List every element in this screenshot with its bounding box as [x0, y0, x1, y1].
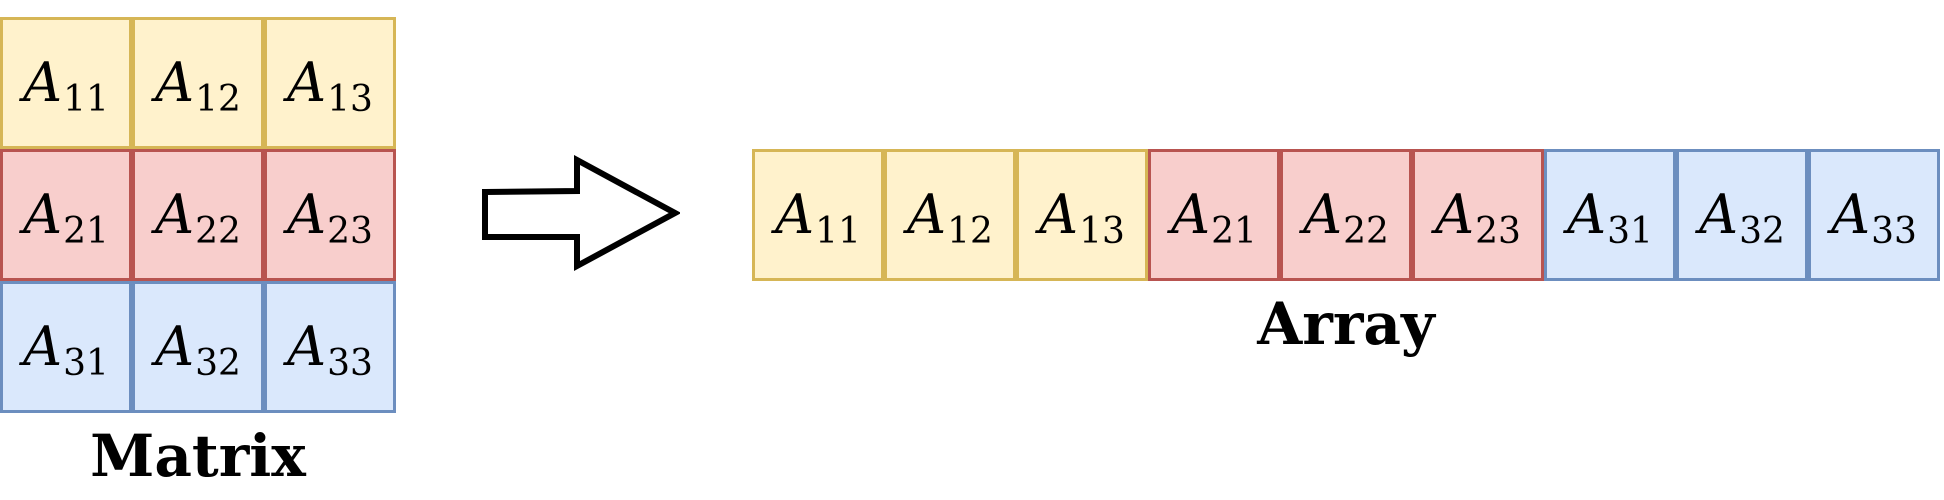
- symbol-base: A: [1303, 183, 1343, 246]
- symbol-subscript: 33: [327, 343, 373, 384]
- symbol-base: A: [23, 315, 63, 378]
- symbol-subscript: 11: [815, 211, 861, 252]
- symbol-base: A: [155, 51, 195, 114]
- symbol-subscript: 33: [1871, 211, 1917, 252]
- symbol-subscript: 21: [1211, 211, 1257, 252]
- arrow-shape: [482, 155, 680, 272]
- symbol-base: A: [287, 315, 327, 378]
- symbol-subscript: 11: [63, 79, 109, 120]
- symbol-base: A: [287, 51, 327, 114]
- symbol-subscript: 31: [63, 343, 109, 384]
- array-caption: Array: [1257, 290, 1435, 358]
- symbol-base: A: [23, 183, 63, 246]
- symbol-base: A: [155, 183, 195, 246]
- symbol-subscript: 13: [327, 79, 373, 120]
- symbol-subscript: 32: [1739, 211, 1785, 252]
- symbol-subscript: 32: [195, 343, 241, 384]
- symbol-base: A: [1171, 183, 1211, 246]
- symbol-subscript: 22: [195, 211, 241, 252]
- symbol-base: A: [287, 183, 327, 246]
- symbol-base: A: [907, 183, 947, 246]
- symbol-subscript: 22: [1343, 211, 1389, 252]
- symbol-base: A: [1435, 183, 1475, 246]
- right-arrow-icon: [482, 155, 680, 272]
- matrix-caption: Matrix: [90, 422, 306, 490]
- symbol-base: A: [155, 315, 195, 378]
- symbol-subscript: 12: [195, 79, 241, 120]
- symbol-base: A: [1039, 183, 1079, 246]
- symbol-subscript: 21: [63, 211, 109, 252]
- symbol-subscript: 12: [947, 211, 993, 252]
- symbol-subscript: 23: [327, 211, 373, 252]
- symbol-base: A: [1831, 183, 1871, 246]
- symbol-subscript: 31: [1607, 211, 1653, 252]
- symbol-base: A: [1567, 183, 1607, 246]
- symbol-base: A: [1699, 183, 1739, 246]
- symbol-base: A: [775, 183, 815, 246]
- symbol-base: A: [23, 51, 63, 114]
- symbol-subscript: 13: [1079, 211, 1125, 252]
- symbol-subscript: 23: [1475, 211, 1521, 252]
